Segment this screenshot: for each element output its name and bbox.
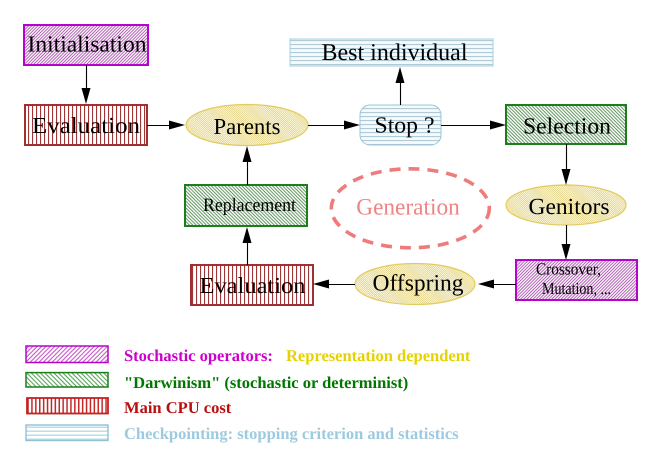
svg-text:Stop ?: Stop ? [375, 113, 435, 138]
svg-text:Offspring: Offspring [373, 271, 464, 297]
svg-text:Evaluation: Evaluation [32, 113, 141, 138]
svg-text:Stochastic operators:: Stochastic operators: [124, 346, 273, 365]
svg-text:Representation dependent: Representation dependent [286, 346, 471, 365]
svg-text:Main CPU cost: Main CPU cost [124, 398, 232, 417]
svg-text:Evaluation: Evaluation [200, 273, 307, 298]
svg-text:Selection: Selection [523, 114, 612, 139]
svg-text:Genitors: Genitors [529, 194, 610, 219]
svg-text:Parents: Parents [214, 114, 281, 139]
svg-text:Generation: Generation [356, 195, 460, 221]
svg-text:Mutation, ...: Mutation, ... [542, 279, 611, 298]
svg-text:"Darwinism" (stochastic or det: "Darwinism" (stochastic or determinist) [124, 373, 408, 392]
svg-text:Crossover,: Crossover, [536, 260, 601, 279]
svg-text:Best individual: Best individual [322, 40, 468, 66]
svg-text:Checkpointing: stopping criter: Checkpointing: stopping criterion and st… [124, 424, 459, 443]
svg-text:Initialisation: Initialisation [28, 32, 148, 57]
svg-text:Replacement: Replacement [203, 195, 297, 216]
